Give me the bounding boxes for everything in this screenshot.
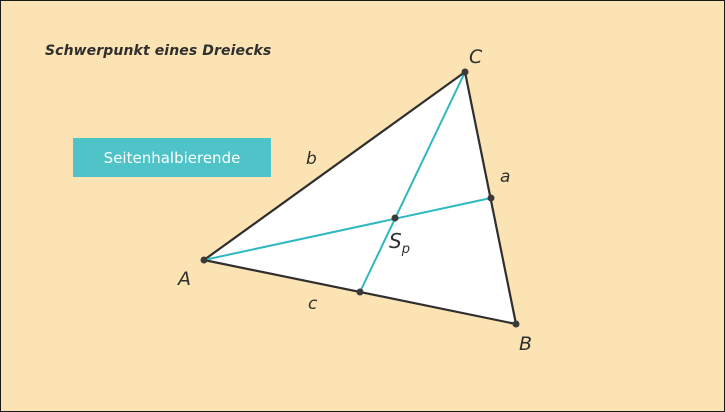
- vertex-label-a: A: [176, 268, 191, 290]
- side-label-b: b: [306, 149, 317, 169]
- vertex-label-b: B: [519, 333, 532, 355]
- centroid-point: [391, 214, 399, 222]
- median-label-box: Seitenhalbierende: [73, 138, 271, 177]
- centroid-label: Sp: [389, 229, 410, 257]
- vertex-point-a: [200, 256, 208, 264]
- side-label-c: c: [308, 294, 318, 314]
- vertex-point-c: [461, 68, 469, 76]
- centroid-label-sub: p: [401, 242, 410, 257]
- median-from-c: [359, 71, 466, 293]
- median-from-a: [203, 197, 492, 261]
- triangle: [202, 70, 518, 326]
- midpoint-c: [356, 288, 364, 296]
- centroid-label-main: S: [389, 229, 402, 253]
- vertex-label-c: C: [469, 46, 483, 68]
- page-title: Schwerpunkt eines Dreiecks: [45, 43, 272, 59]
- vertex-point-b: [512, 320, 520, 328]
- midpoint-a: [487, 194, 495, 202]
- side-label-a: a: [500, 167, 510, 187]
